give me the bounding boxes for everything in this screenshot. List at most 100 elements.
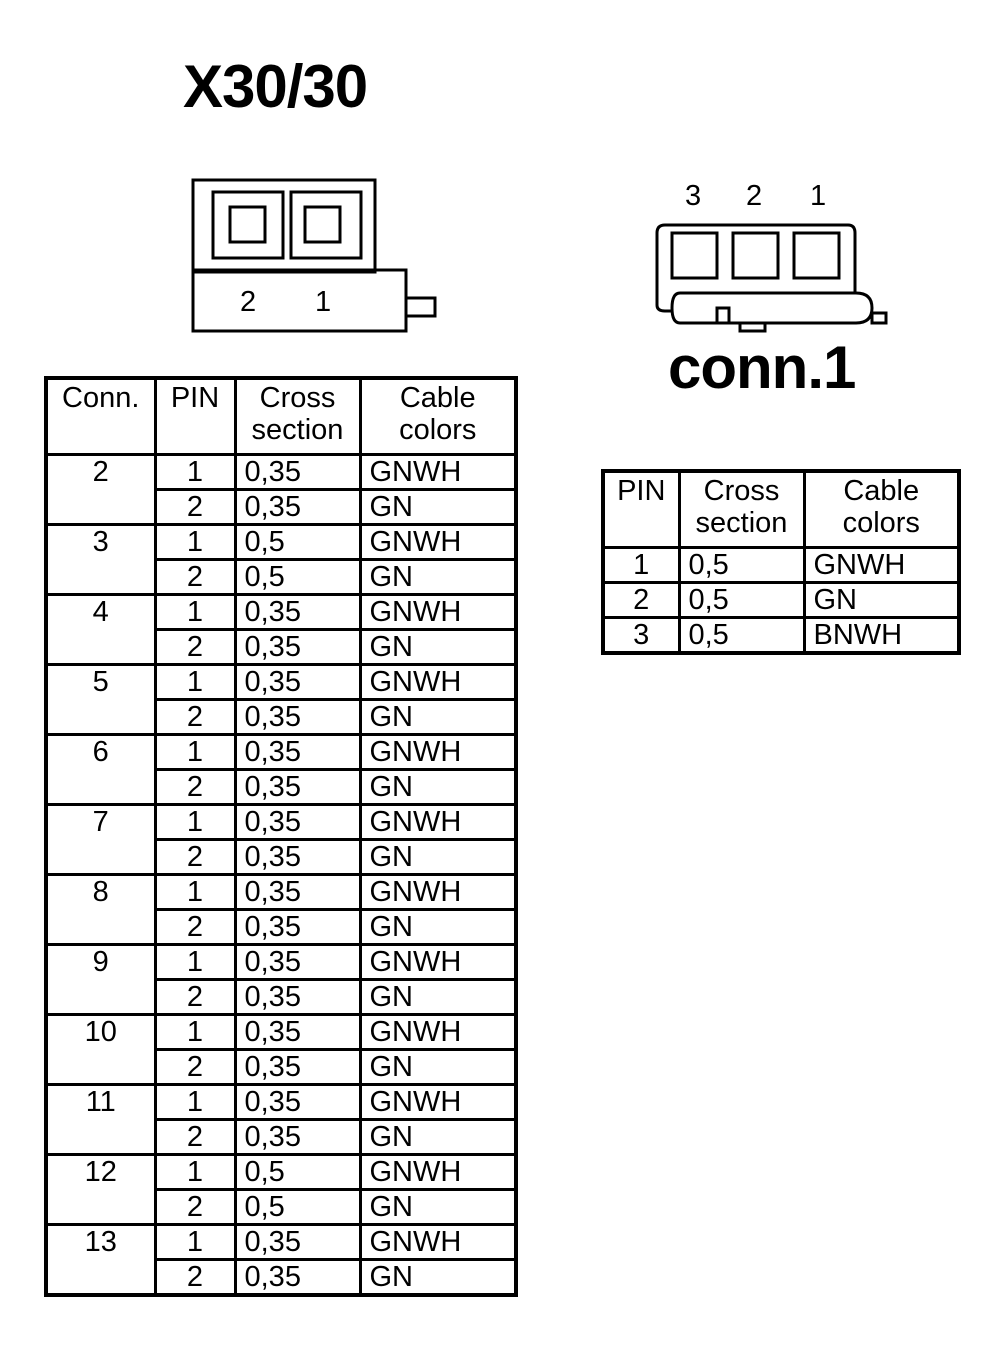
cross-section-cell: 0,35	[233, 838, 362, 876]
cable-color-cell: GNWH	[802, 546, 961, 584]
cable-color-cell: GNWH	[358, 453, 518, 491]
cable-color-cell: GN	[358, 1258, 518, 1297]
conn1-pin-label: 2	[746, 180, 762, 212]
conn-number-cell: 9	[44, 943, 157, 1016]
conn1-pin-label: 1	[810, 180, 826, 212]
cable-color-cell: GNWH	[358, 1013, 518, 1051]
header-pin: PIN	[601, 469, 681, 549]
conn1-connector-drawing: 3 2 1	[655, 180, 888, 333]
pin-cell: 2	[153, 908, 237, 946]
cable-color-cell: GNWH	[358, 873, 518, 911]
conn-number-cell: 3	[44, 523, 157, 596]
pin-cell: 1	[153, 1153, 237, 1191]
cross-section-cell: 0,35	[233, 488, 362, 526]
cross-section-cell: 0,35	[233, 768, 362, 806]
pin-cell: 2	[153, 768, 237, 806]
cross-section-cell: 0,35	[233, 943, 362, 981]
cross-section-cell: 0,5	[233, 558, 362, 596]
table-header-row: PIN Cross section Cable colors	[601, 469, 961, 549]
pin-cell: 2	[153, 1258, 237, 1297]
cable-color-cell: GNWH	[358, 1083, 518, 1121]
header-conn: Conn.	[44, 376, 157, 456]
cable-color-cell: GN	[358, 978, 518, 1016]
conn-number-cell: 2	[44, 453, 157, 526]
cable-color-cell: GN	[358, 488, 518, 526]
cross-section-cell: 0,35	[233, 698, 362, 736]
cross-section-cell: 0,35	[233, 1118, 362, 1156]
pin-cell: 1	[153, 1223, 237, 1261]
cross-section-cell: 0,5	[233, 523, 362, 561]
conn-number-cell: 10	[44, 1013, 157, 1086]
pin-cell: 1	[153, 873, 237, 911]
cable-color-cell: GNWH	[358, 663, 518, 701]
header-pin: PIN	[153, 376, 237, 456]
header-cross-section: Cross section	[233, 376, 362, 456]
cross-section-cell: 0,35	[233, 453, 362, 491]
header-cable-colors: Cable colors	[358, 376, 518, 456]
pin-cell: 2	[153, 1048, 237, 1086]
cross-section-cell: 0,35	[233, 593, 362, 631]
cable-color-cell: GNWH	[358, 733, 518, 771]
cross-section-cell: 0,35	[233, 1083, 362, 1121]
pin-cell: 1	[153, 1083, 237, 1121]
pin-cell: 2	[601, 581, 681, 619]
x30-connector-drawing: 2 1	[191, 178, 437, 333]
pin-cell: 1	[153, 943, 237, 981]
pin-cell: 1	[153, 733, 237, 771]
conn-number-cell: 4	[44, 593, 157, 666]
pin-cell: 3	[601, 616, 681, 655]
x30-pin-label: 1	[315, 286, 331, 318]
cross-section-cell: 0,35	[233, 663, 362, 701]
conn-number-cell: 12	[44, 1153, 157, 1226]
conn-number-cell: 13	[44, 1223, 157, 1297]
cable-color-cell: GN	[802, 581, 961, 619]
cross-section-cell: 0,35	[233, 1223, 362, 1261]
pin-cell: 1	[153, 593, 237, 631]
cable-color-cell: GN	[358, 838, 518, 876]
cable-color-cell: GNWH	[358, 803, 518, 841]
pin-cell: 2	[153, 628, 237, 666]
pin-cell: 1	[153, 663, 237, 701]
pin-cell: 2	[153, 1188, 237, 1226]
conn-number-cell: 7	[44, 803, 157, 876]
pin-cell: 1	[153, 1013, 237, 1051]
table-header-row: Conn. PIN Cross section Cable colors	[44, 376, 518, 456]
cable-color-cell: GN	[358, 768, 518, 806]
cross-section-cell: 0,35	[233, 1013, 362, 1051]
cable-color-cell: GN	[358, 1188, 518, 1226]
conn1-pin-label: 3	[685, 180, 701, 212]
cross-section-cell: 0,5	[233, 1153, 362, 1191]
pin-cell: 2	[153, 978, 237, 1016]
pin-cell: 1	[601, 546, 681, 584]
pin-cell: 2	[153, 558, 237, 596]
header-cable-colors: Cable colors	[802, 469, 961, 549]
header-cross-section: Cross section	[677, 469, 806, 549]
conn-number-cell: 8	[44, 873, 157, 946]
cross-section-cell: 0,5	[677, 546, 806, 584]
